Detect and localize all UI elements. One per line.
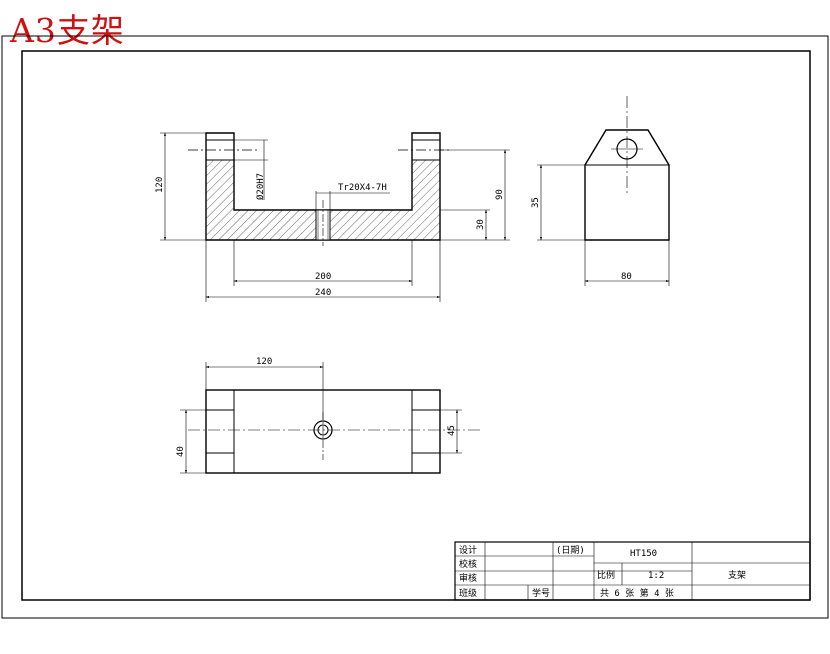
dim-height-outer: 90 <box>495 189 505 200</box>
front-view: 120 Ø20H7 Tr20X4-7H 90 30 200 240 <box>155 132 510 302</box>
dim-side-width: 80 <box>621 272 632 282</box>
tb-date-label: (日期) <box>556 545 585 556</box>
tb-designed-label: 设计 <box>459 544 477 556</box>
dim-center-height: 35 <box>531 197 541 208</box>
tb-part-name: 支架 <box>728 569 746 581</box>
tb-scale-label: 比例 <box>597 569 615 581</box>
dim-thread: Tr20X4-7H <box>338 183 387 193</box>
title-block: 设计 校核 审核 班级 (日期) 学号 HT150 比例 1:2 支架 共 6 … <box>454 541 811 601</box>
dim-height-total: 120 <box>155 177 165 193</box>
tb-sheet-info: 共 6 张 第 4 张 <box>600 587 674 599</box>
dim-center-offset: 120 <box>256 357 272 367</box>
drawing-title-stamp: A3支架 <box>10 11 125 50</box>
tb-class-label: 班级 <box>459 587 477 599</box>
right-upright-section <box>412 160 440 240</box>
dim-depth: 40 <box>176 446 186 457</box>
tb-checked-label: 校核 <box>459 558 477 570</box>
dim-overall-width: 240 <box>315 288 331 298</box>
tb-reviewed-label: 审核 <box>459 572 477 584</box>
side-view: 35 80 <box>531 96 670 286</box>
tb-scale-value: 1:2 <box>648 571 664 581</box>
outer-frame <box>1 35 829 619</box>
front-outline <box>205 132 441 241</box>
tb-student-id-label: 学号 <box>532 587 550 599</box>
tb-material: HT150 <box>630 549 657 559</box>
top-view: 120 40 45 <box>176 357 480 474</box>
inner-frame <box>21 50 811 601</box>
dim-inner-width: 200 <box>315 272 331 282</box>
left-upright-section <box>206 160 234 240</box>
dim-slot-depth: 45 <box>447 425 457 436</box>
dim-bore: Ø20H7 <box>255 173 266 200</box>
dim-base-thickness: 30 <box>476 219 486 230</box>
